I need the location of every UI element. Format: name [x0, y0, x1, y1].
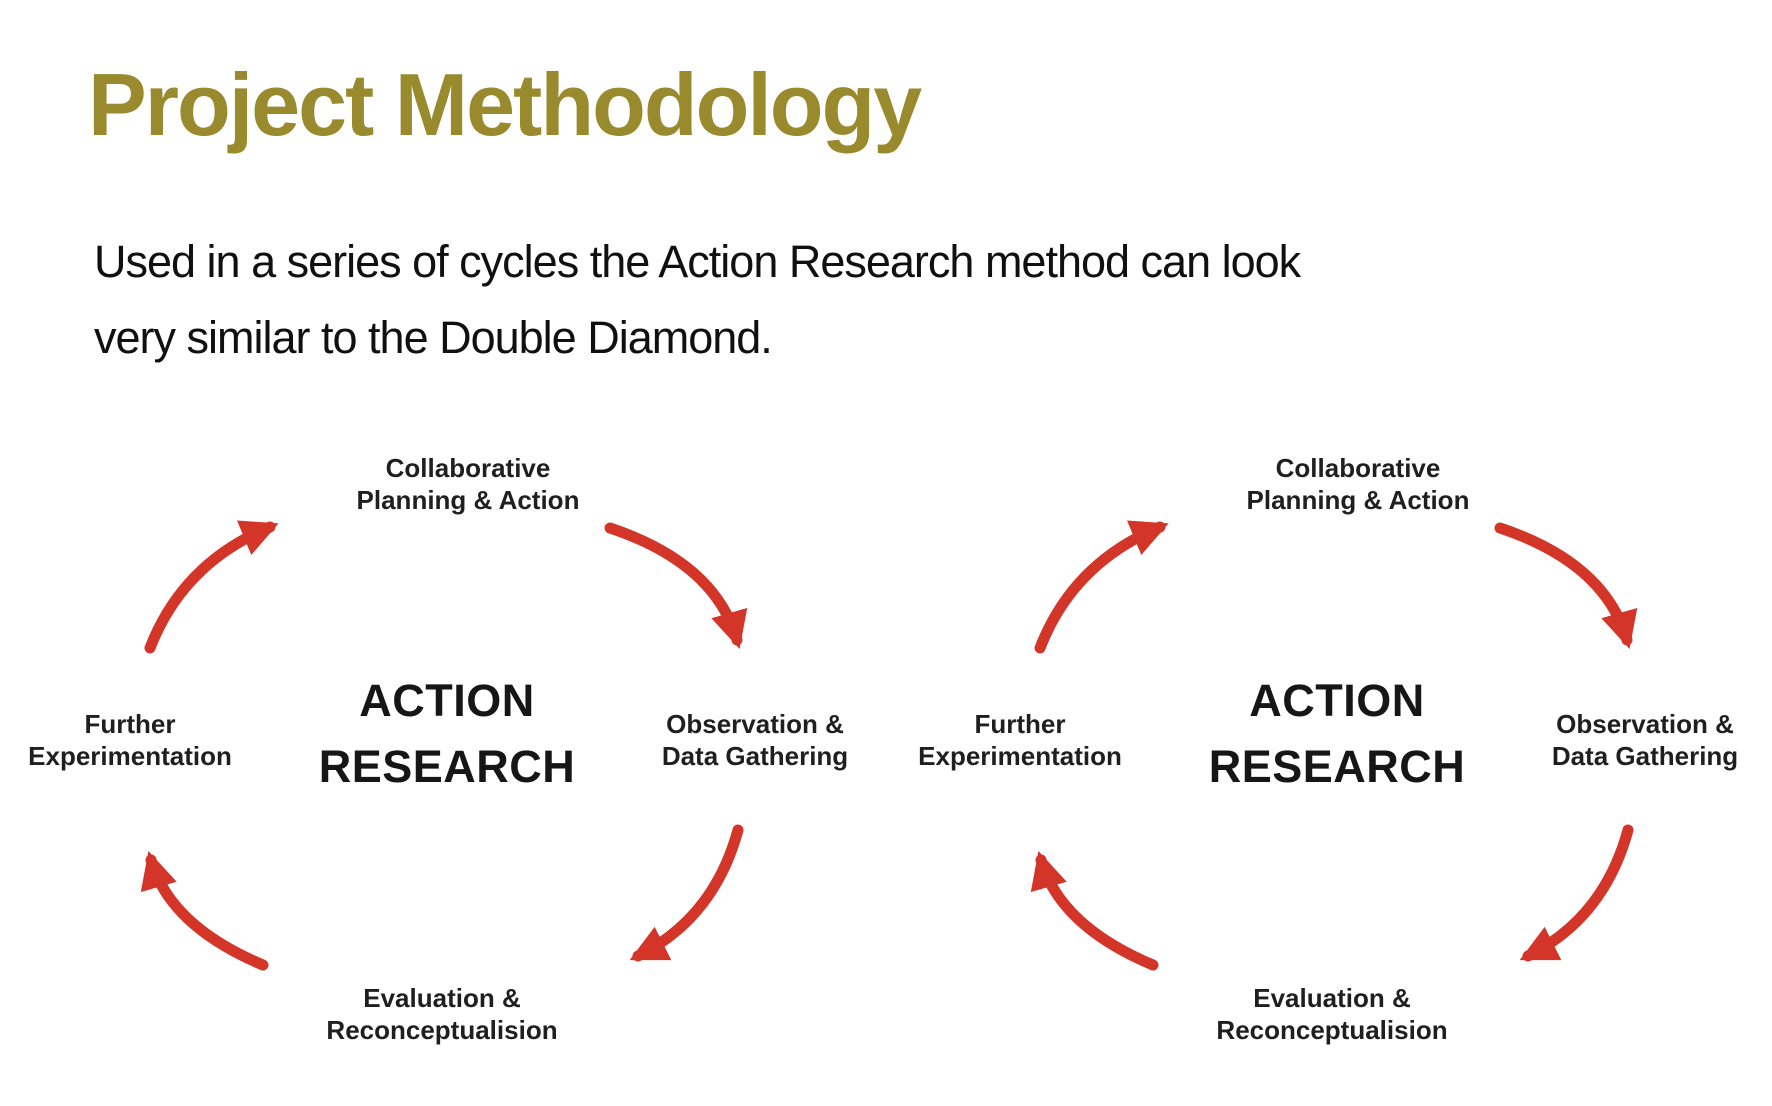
stage-label-evaluation-reconceptualision: Evaluation &Reconceptualision: [1216, 983, 1448, 1045]
stage-label-observation-data-gathering: Observation &Data Gathering: [661, 709, 849, 771]
slide-title: Project Methodology: [88, 55, 922, 154]
cycle-center-line-2: RESEARCH: [318, 741, 576, 792]
stage-label-observation-data-gathering: Observation &Data Gathering: [1551, 709, 1739, 771]
slide-subtitle: Used in a series of cycles the Action Re…: [94, 224, 1301, 376]
cycle-center-line-1: ACTION: [1249, 675, 1425, 726]
subtitle-line-2: very similar to the Double Diamond.: [94, 312, 773, 363]
cycle-center-title: ACTION RESEARCH: [1187, 668, 1487, 800]
cycle-center-line-1: ACTION: [359, 675, 535, 726]
subtitle-line-1: Used in a series of cycles the Action Re…: [94, 236, 1301, 287]
cycle-center-line-2: RESEARCH: [1208, 741, 1466, 792]
cycle-center-title: ACTION RESEARCH: [297, 668, 597, 800]
stage-label-evaluation-reconceptualision: Evaluation &Reconceptualision: [326, 983, 558, 1045]
